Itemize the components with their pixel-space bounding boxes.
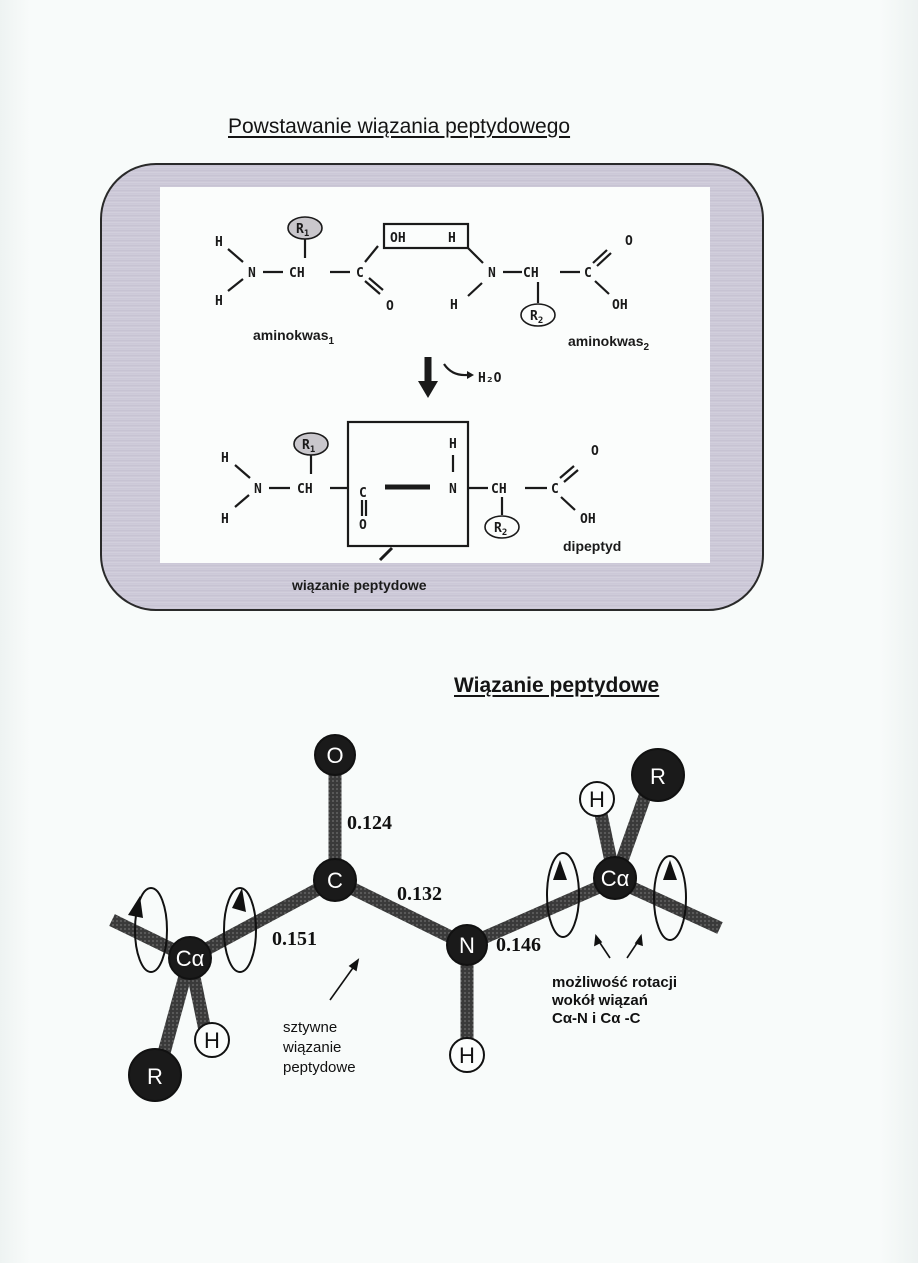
atom-c: C [551,482,559,497]
atom-ch: CH [523,266,539,281]
atom-h: H [204,1028,220,1053]
atom-c: C [359,486,367,501]
atom-c-alpha-right: Cα [601,866,630,891]
atom-h: H [449,437,457,452]
reaction-panel-inner [160,187,710,563]
bond-length-c-n: 0.132 [397,883,442,905]
section-title-peptide-bond: Wiązanie peptydowe [454,674,660,698]
caption-rotation-line-1: możliwość rotacji [552,974,677,991]
svg-text:R1: R1 [302,438,315,455]
atom-o: O [591,444,599,459]
caption-rigid-line-3: peptydowe [283,1059,356,1076]
atom-o: O [359,518,367,533]
atom-n: N [248,266,256,281]
atom-r-right: R [650,764,666,789]
atom-oh: OH [580,512,596,527]
caption-rigid-line-1: sztywne [283,1019,337,1036]
atom-o: O [625,234,633,249]
svg-text:R2: R2 [494,521,507,538]
svg-text:R1: R1 [296,222,309,239]
removed-oh: OH [390,231,406,246]
atom-h: H [215,235,223,250]
svg-text:aminokwas2: aminokwas2 [568,333,649,353]
atom-c-alpha-left: Cα [176,946,205,971]
side-chain-r1: R [302,438,310,453]
side-chain-r2: R [494,521,502,536]
atom-h: H [459,1043,475,1068]
atom-c: C [584,266,592,281]
bond-length-n-ca: 0.146 [496,934,541,956]
atom-ch: CH [491,482,507,497]
water-byproduct: H₂O [478,371,502,386]
atom-ch: CH [297,482,313,497]
atom-ch: CH [289,266,305,281]
atom-c: C [327,868,343,893]
svg-text:R2: R2 [530,309,543,326]
svg-text:aminokwas1: aminokwas1 [253,327,334,347]
atom-n: N [449,482,457,497]
atom-c: C [356,266,364,281]
peptide-bond-label: wiązanie peptydowe [291,577,427,593]
product-label: dipeptyd [563,538,621,554]
atom-n: N [254,482,262,497]
atom-oh: OH [612,298,628,313]
reactant2-label: aminokwas [568,333,644,349]
reactant1-label: aminokwas [253,327,329,343]
atom-h: H [450,298,458,313]
atom-h: H [221,512,229,527]
atom-n: N [488,266,496,281]
atom-h: H [589,787,605,812]
atom-n: N [459,933,475,958]
side-chain-r2: R [530,309,538,324]
bond-length-c-o: 0.124 [347,812,392,834]
caption-rotation-line-2: wokół wiązań [551,992,648,1009]
removed-h: H [448,231,456,246]
caption-rigid-line-2: wiązanie [282,1039,341,1056]
atom-o: O [326,743,343,768]
peptide-bond-formation-diagram: H H N CH C O R1 OH H aminokwas1 N H CH C… [215,216,649,593]
atom-h: H [215,294,223,309]
caption-rotation-line-3: Cα-N i Cα -C [552,1010,641,1027]
atom-r-left: R [147,1064,163,1089]
atom-h: H [221,451,229,466]
section-title-peptide-bond-formation: Powstawanie wiązania peptydowego [228,115,571,139]
side-chain-r1: R [296,222,304,237]
bond-length-ca-c: 0.151 [272,928,317,950]
atom-o: O [386,299,394,314]
